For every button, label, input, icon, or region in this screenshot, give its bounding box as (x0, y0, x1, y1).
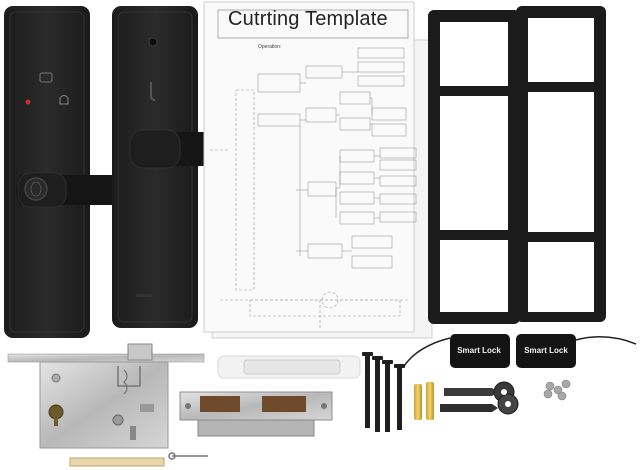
key-tag-left (403, 334, 510, 368)
fingerprint-sensor-icon (24, 177, 48, 201)
strike-plate (179, 391, 333, 437)
spindle-bar (69, 457, 165, 467)
template-heading: Operation: (258, 44, 282, 50)
star-key-icon (25, 99, 31, 105)
key-tag-right-label: Smart Lock (524, 346, 568, 355)
key-tag-left-label: Smart Lock (457, 346, 501, 355)
rubber-gasket-right (516, 6, 606, 322)
small-pin (168, 452, 208, 460)
plastic-strike-box (217, 355, 361, 379)
long-screws (362, 352, 405, 432)
small-screws (543, 379, 571, 401)
rubber-gasket-left (428, 10, 520, 324)
template-title: Cutrting Template (228, 8, 388, 30)
card-reader-icon (39, 72, 53, 83)
bell-icon (59, 95, 69, 105)
cutting-template (203, 1, 433, 339)
mortise-lock-body (7, 343, 205, 449)
brass-anchors (414, 382, 434, 420)
mechanical-keys (440, 381, 519, 415)
key-tag-right (516, 334, 637, 368)
